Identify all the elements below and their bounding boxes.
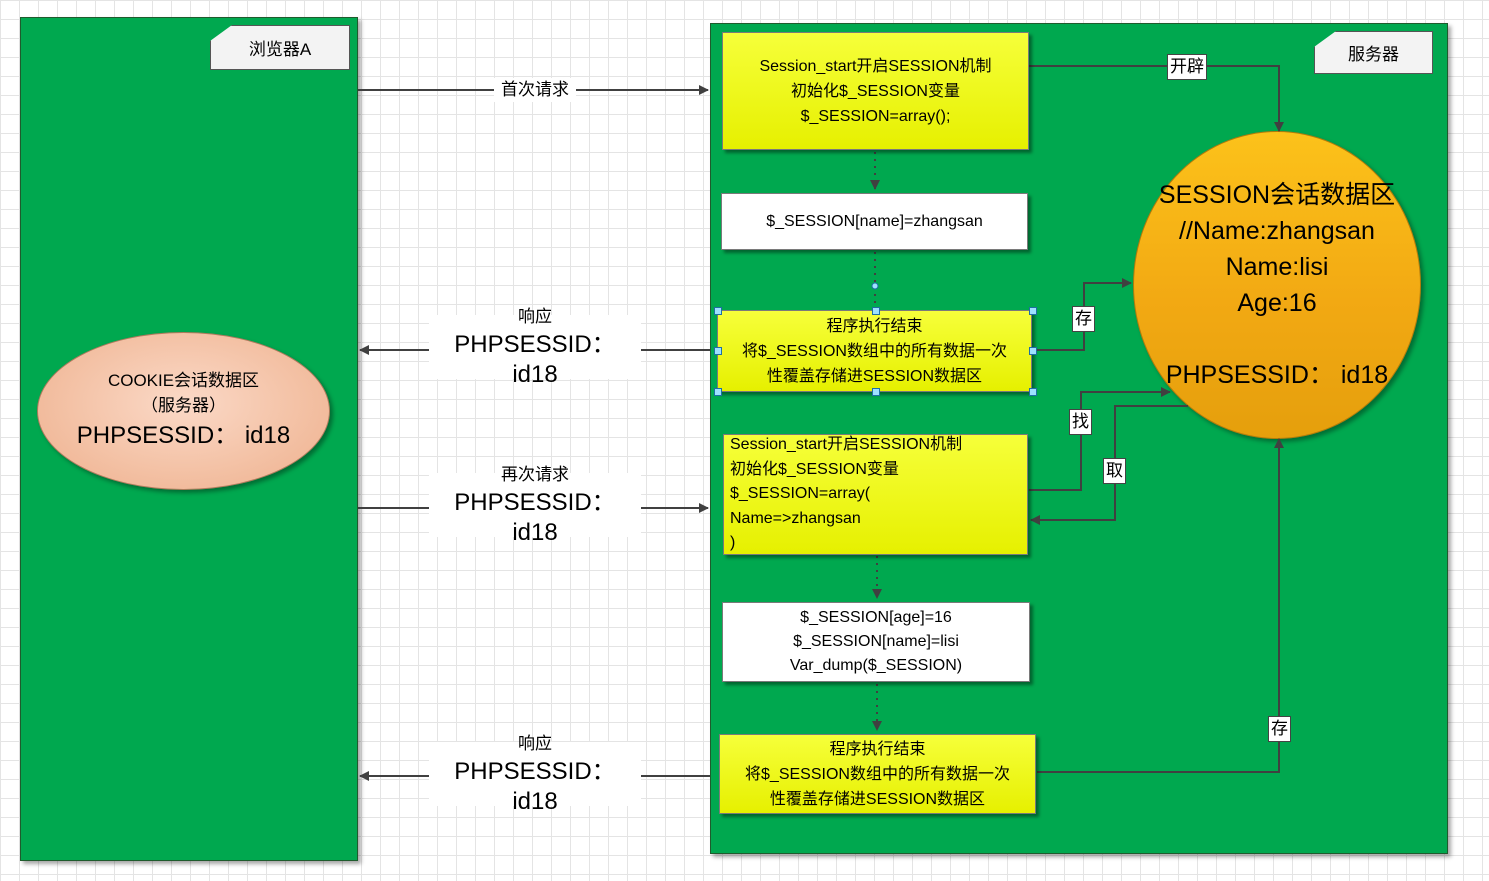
selection-handle — [872, 388, 880, 396]
box-line: Session_start开启SESSION机制 — [759, 57, 992, 75]
box-session-start-second: Session_start开启SESSION机制 初始化$_SESSION变量 … — [723, 434, 1028, 555]
box-program-end-second: 程序执行结束 将$_SESSION数组中的所有数据一次 性覆盖存储进SESSIO… — [719, 734, 1036, 814]
selection-handle — [714, 307, 722, 315]
label-store-2: 存 — [1268, 716, 1291, 742]
box-line: $_SESSION=array( — [730, 485, 871, 503]
arrow-store-2 — [1037, 438, 1284, 773]
box-assign-age-name: $_SESSION[age]=16 $_SESSION[name]=lisi V… — [722, 602, 1030, 682]
session-circle-line: //Name:zhangsan — [1179, 217, 1375, 245]
box-line: $_SESSION[name]=zhangsan — [766, 213, 983, 230]
arrow-find — [1029, 387, 1171, 491]
box-line: 性覆盖存储进SESSION数据区 — [769, 790, 986, 808]
selection-handle — [872, 307, 880, 315]
session-data-circle: SESSION会话数据区 //Name:zhangsan Name:lisi A… — [1133, 131, 1421, 439]
box-line: 初始化$_SESSION变量 — [791, 82, 960, 100]
label-response-2: 响应 PHPSESSID： id18 — [429, 734, 641, 815]
box-line: 初始化$_SESSION变量 — [730, 460, 899, 478]
box-line: Session_start开启SESSION机制 — [730, 436, 963, 454]
label-store-1: 存 — [1072, 306, 1095, 332]
label-phpsessid: PHPSESSID： id18 — [454, 489, 616, 546]
selection-handle — [714, 388, 722, 396]
box-program-end-first: 程序执行结束 将$_SESSION数组中的所有数据一次 性覆盖存储进SESSIO… — [717, 310, 1032, 392]
cookie-subtitle: （服务器） — [141, 396, 226, 415]
session-circle-line: Age:16 — [1237, 289, 1317, 317]
box-assign-name: $_SESSION[name]=zhangsan — [721, 193, 1028, 250]
label-first-request: 首次请求 — [494, 78, 576, 102]
box-line: Var_dump($_SESSION) — [789, 657, 963, 674]
label-title: 再次请求 — [501, 465, 569, 484]
label-phpsessid: PHPSESSID： id18 — [454, 758, 616, 815]
selection-handle — [1029, 307, 1037, 315]
label-phpsessid: PHPSESSID： id18 — [454, 331, 616, 388]
box-line: ) — [730, 534, 736, 552]
box-line: $_SESSION[name]=lisi — [793, 633, 959, 650]
selection-handle — [1029, 347, 1037, 355]
box-session-start-first: Session_start开启SESSION机制 初始化$_SESSION变量 … — [722, 32, 1029, 150]
label-response-1: 响应 PHPSESSID： id18 — [429, 307, 641, 388]
label-second-request: 再次请求 PHPSESSID： id18 — [429, 465, 641, 546]
box-line: 程序执行结束 — [826, 317, 923, 335]
box-line: 将$_SESSION数组中的所有数据一次 — [742, 342, 1007, 360]
label-title: 响应 — [518, 307, 552, 326]
server-tag: 服务器 — [1314, 31, 1433, 74]
session-circle-line: Name:lisi — [1225, 253, 1329, 281]
box-line: 将$_SESSION数组中的所有数据一次 — [745, 765, 1010, 783]
selection-handle — [1029, 388, 1037, 396]
cookie-data-ellipse: COOKIE会话数据区 （服务器） PHPSESSID： id18 — [37, 332, 330, 490]
box-line: 程序执行结束 — [829, 740, 926, 758]
session-circle-phpsessid: PHPSESSID： id18 — [1165, 361, 1389, 389]
box-line: 性覆盖存储进SESSION数据区 — [766, 367, 983, 385]
box-line: $_SESSION[age]=16 — [800, 609, 952, 626]
label-fetch: 取 — [1103, 458, 1126, 484]
box-line: $_SESSION=array(); — [800, 107, 951, 125]
label-find: 找 — [1069, 409, 1092, 435]
selection-handle — [714, 347, 722, 355]
cookie-title: COOKIE会话数据区 — [107, 371, 260, 390]
box-line: Name=>zhangsan — [730, 509, 861, 527]
session-circle-title: SESSION会话数据区 — [1158, 181, 1396, 209]
browser-tag: 浏览器A — [210, 25, 350, 70]
cookie-phpsessid: PHPSESSID： id18 — [76, 422, 291, 449]
label-open: 开辟 — [1167, 54, 1207, 80]
label-title: 响应 — [518, 734, 552, 753]
arrow-open — [1029, 65, 1284, 132]
